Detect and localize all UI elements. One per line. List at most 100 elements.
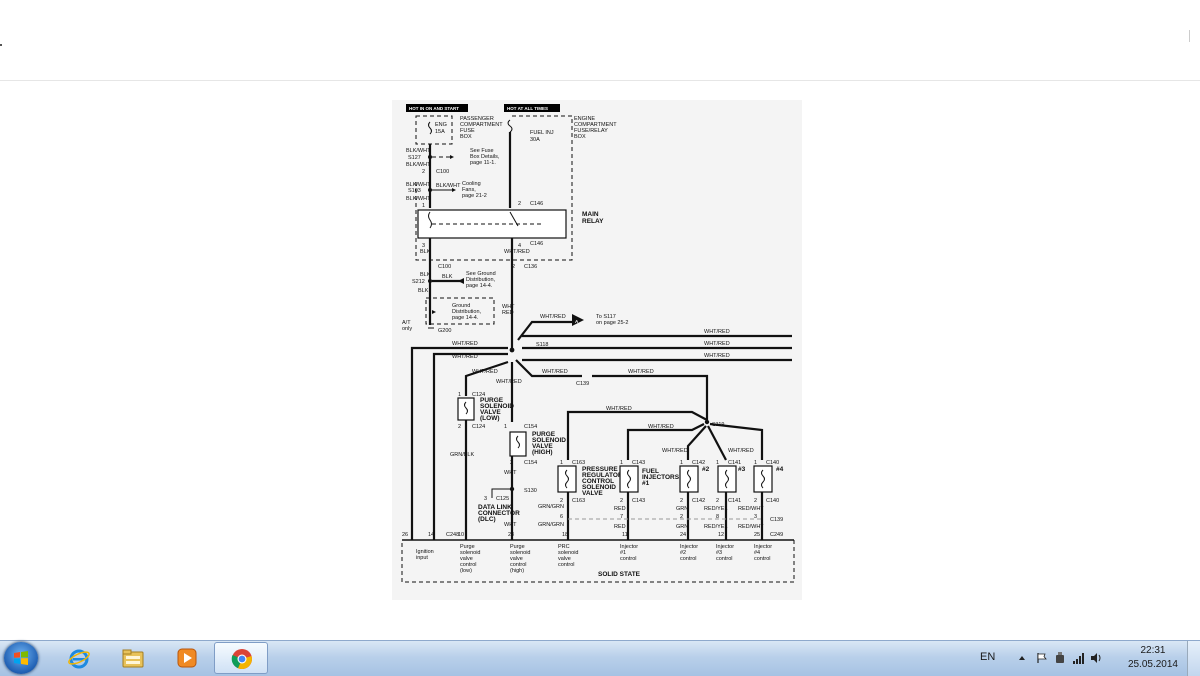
taskbar-chrome[interactable] <box>214 642 268 674</box>
wire-label-wht-red-14: WHT/RED <box>662 448 688 454</box>
clock-time: 22:31 <box>1140 645 1166 656</box>
volume-icon[interactable] <box>1090 652 1102 664</box>
eng-fuse-symbol <box>428 121 432 135</box>
c124-label-top: C124 <box>472 392 485 398</box>
fuel-inj-fuse-amp: 30A <box>530 137 540 143</box>
windows-logo-icon <box>14 651 28 665</box>
wire-label-blk-2: BLK <box>420 272 431 278</box>
label-at1: A/T <box>402 320 411 326</box>
wire-label-blk-4: BLK <box>418 288 429 294</box>
c139-feed <box>515 359 582 378</box>
wire-label-wht-1: WHT <box>502 304 515 310</box>
wire-label-wht-red-2: WHT/RED <box>540 314 566 320</box>
c100-label-top: C100 <box>436 169 449 175</box>
wire-label-red-wht-2: RED/WHT <box>738 524 764 530</box>
wire-label-blk-1: BLK <box>420 249 431 255</box>
action-center-flag-icon[interactable] <box>1036 652 1048 664</box>
ecm-inj1-1: Injector <box>620 544 638 550</box>
s130-splice <box>509 486 515 492</box>
s212-label: S212 <box>412 279 425 285</box>
label-prc2: REGULATOR <box>582 472 623 479</box>
start-button[interactable] <box>4 642 38 674</box>
system-clock[interactable]: 22:31 25.05.2014 <box>1128 644 1178 672</box>
ecm-purge-high-1: Purge <box>510 544 525 550</box>
pin-label-1h: 1 <box>754 460 757 466</box>
bus-a-arrow <box>572 314 584 326</box>
eng-fuse-label: ENG <box>435 122 447 128</box>
s212-splice <box>428 279 432 283</box>
engine-fuse-relay-box <box>415 115 573 261</box>
usb-device-icon[interactable] <box>1054 652 1066 664</box>
label-prc5: VALVE <box>582 490 603 497</box>
passenger-fuse-box <box>415 115 453 145</box>
ecm-inj1-2: #1 <box>620 550 626 556</box>
ground-arrow <box>432 310 436 314</box>
ignition-input-wire <box>410 346 508 540</box>
wire-label-wht-red-13: WHT/RED <box>648 424 674 430</box>
c141-label-bottom: C141 <box>728 498 741 504</box>
label-prc4: SOLENOID <box>582 484 616 491</box>
c154-label-top: C154 <box>524 424 537 430</box>
pin-label-11: 11 <box>622 532 628 538</box>
label-cooling3: page 21-2 <box>462 193 487 199</box>
ecm-inj4-1: Injector <box>754 544 772 550</box>
c139-to-s119 <box>592 374 709 420</box>
pin-label-12: 12 <box>718 532 724 538</box>
c163-label-top: C163 <box>572 460 585 466</box>
label-inj3: #3 <box>738 466 746 473</box>
s127-label: S127 <box>408 155 421 161</box>
pin-label-2f: 2 <box>560 498 563 504</box>
c163-label-bottom: C163 <box>572 498 585 504</box>
s103-label: S103 <box>408 188 421 194</box>
label-gd2: Distribution, <box>466 277 496 283</box>
label-ecfb2: COMPARTMENT <box>574 122 617 128</box>
pin-label-2h: 2 <box>680 498 683 504</box>
pin-label-1a: 1 <box>422 203 425 209</box>
label-dlc2: CONNECTOR <box>478 510 520 517</box>
c248-label: C248 <box>446 532 459 538</box>
label-purge-low1: PURGE <box>480 397 504 404</box>
wire-label-wht-red-6: WHT/RED <box>452 341 478 347</box>
injector-3-coil <box>725 469 729 489</box>
label-purge-low2: SOLENOID <box>480 403 514 410</box>
taskbar-file-explorer[interactable] <box>106 642 160 674</box>
pin-label-14: 14 <box>428 532 434 538</box>
show-desktop-button[interactable] <box>1187 641 1200 676</box>
c146-label-top: C146 <box>530 201 543 207</box>
taskbar-media-player[interactable] <box>160 642 214 674</box>
c141-label-top: C141 <box>728 460 741 466</box>
main-relay-label-2: RELAY <box>582 218 604 225</box>
clock-date: 25.05.2014 <box>1127 659 1178 670</box>
c139-label-top: C139 <box>576 381 589 387</box>
label-purge-high4: (HIGH) <box>532 449 553 456</box>
show-hidden-icons-icon[interactable] <box>1016 652 1028 664</box>
wire-label-red-yel-1: RED/YEL <box>704 506 728 512</box>
fuel-inj-fuse-symbol <box>507 119 513 133</box>
wire-label-red-3: RED <box>614 524 626 530</box>
pin-label-18: 18 <box>562 532 568 538</box>
pin-label-1b: 1 <box>458 392 461 398</box>
wht-red-branch-left <box>432 352 508 540</box>
dlc-branch <box>491 488 510 498</box>
network-signal-icon[interactable] <box>1072 652 1084 664</box>
ecm-purge-low-1: Purge <box>460 544 475 550</box>
ecm-prc-3: valve <box>558 556 571 562</box>
wire-label-red-wht-1: RED/WHT <box>738 506 764 512</box>
label-prc3: CONTROL <box>582 478 614 485</box>
c142-label-top: C142 <box>692 460 705 466</box>
pin-label-10: 10 <box>458 532 464 538</box>
hot-on-start-label: HOT IN ON AND START <box>409 106 459 111</box>
c143-label-bottom: C143 <box>632 498 645 504</box>
taskbar-internet-explorer[interactable] <box>52 642 106 674</box>
ecm-inj3-2: #3 <box>716 550 722 556</box>
language-indicator[interactable]: EN <box>980 651 996 663</box>
purge-high-coil <box>516 435 520 449</box>
s119-splice <box>704 419 710 425</box>
ecm-purge-low-4: control <box>460 562 477 568</box>
scrollbar-cap[interactable] <box>1189 30 1198 42</box>
pin-label-2g: 2 <box>620 498 623 504</box>
ecm-inj4-3: control <box>754 556 771 562</box>
wire-label-grn-2: GRN <box>676 524 688 530</box>
pin-label-2a: 2 <box>422 169 425 175</box>
label-inj2: #2 <box>702 466 710 473</box>
